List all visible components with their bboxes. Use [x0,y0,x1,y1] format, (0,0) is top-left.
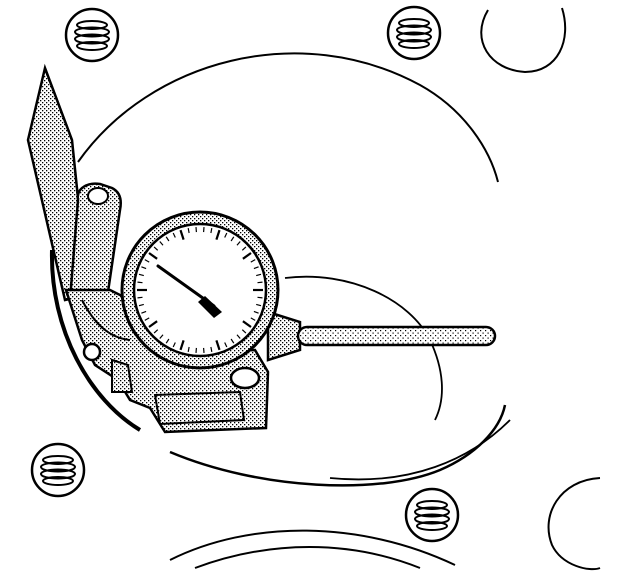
dial-major-tick [148,320,158,328]
dial-minor-tick [257,296,263,299]
bottom-arc-outer [169,529,456,566]
dial-minor-tick [250,259,256,263]
dial-minor-tick [141,266,147,270]
housing-curve [81,299,131,341]
dial-minor-tick [159,334,164,339]
dial-minor-tick [241,329,247,334]
dial-face [132,222,268,358]
dial-minor-tick [165,236,170,242]
dial-major-tick [242,320,252,328]
dial-minor-tick [236,334,241,339]
measuring-probe [266,310,497,362]
dial-major-tick [179,340,185,351]
bore-inner-curve [284,275,443,421]
dial-minor-tick [224,232,228,238]
dial-minor-tick [172,232,176,238]
dial-minor-tick [250,317,256,321]
dial-minor-tick [137,281,143,284]
dial-minor-tick [210,346,213,353]
bore-wall-left [49,249,142,432]
bolt-hole-top-left [64,7,120,63]
adjacent-bore-bottom-right [547,477,601,571]
probe-rod [296,325,497,347]
dial-major-tick [242,252,252,260]
gauge-handle [68,182,122,302]
dial-minor-tick [236,241,241,246]
dial-minor-tick [187,346,190,353]
dial-minor-tick [224,342,228,348]
bolt-hole-bottom-center [404,487,460,543]
dial-minor-tick [137,296,143,299]
dial-minor-tick [153,246,159,251]
bolt-hole-top-center [386,5,442,61]
cylinder-bore [49,52,511,487]
dial-minor-tick [257,281,263,284]
adjust-screw [229,366,261,390]
dial-minor-tick [138,303,144,307]
dial-minor-tick [253,266,259,270]
dial-minor-tick [230,236,235,242]
dial-minor-tick [144,317,150,321]
adjacent-bore-top-right [480,7,567,74]
bolt-hole-bottom-left [30,442,86,498]
engine-block-surface [169,7,601,571]
dial-tick-marks [137,227,263,353]
dial-minor-tick [141,310,147,314]
dial-minor-tick [230,338,235,344]
bottom-arc-inner [194,546,421,569]
dial-minor-tick [187,227,190,234]
bore-rim-bottom [169,404,507,487]
dial-major-tick [215,229,221,240]
dial-indicator [120,210,280,370]
dial-minor-tick [256,273,262,277]
dial-minor-tick [159,241,164,246]
dial-minor-tick [144,259,150,263]
dial-major-tick [179,229,185,240]
dial-minor-tick [153,329,159,334]
dial-major-tick [215,340,221,351]
dial-minor-tick [241,246,247,251]
dial-needle-hub [198,296,222,318]
dial-minor-tick [172,342,176,348]
bore-outer-arc-bottom [329,419,511,481]
dial-major-tick [148,252,158,260]
dial-minor-tick [165,338,170,344]
pivot-pin [82,342,102,362]
housing-front-block [153,390,246,426]
dial-minor-tick [138,273,144,277]
dial-minor-tick [256,303,262,307]
dial-minor-tick [210,227,213,234]
dial-minor-tick [253,310,259,314]
bore-rim-top [77,52,499,183]
housing-step-left [111,358,134,393]
handle-cap [87,187,109,205]
